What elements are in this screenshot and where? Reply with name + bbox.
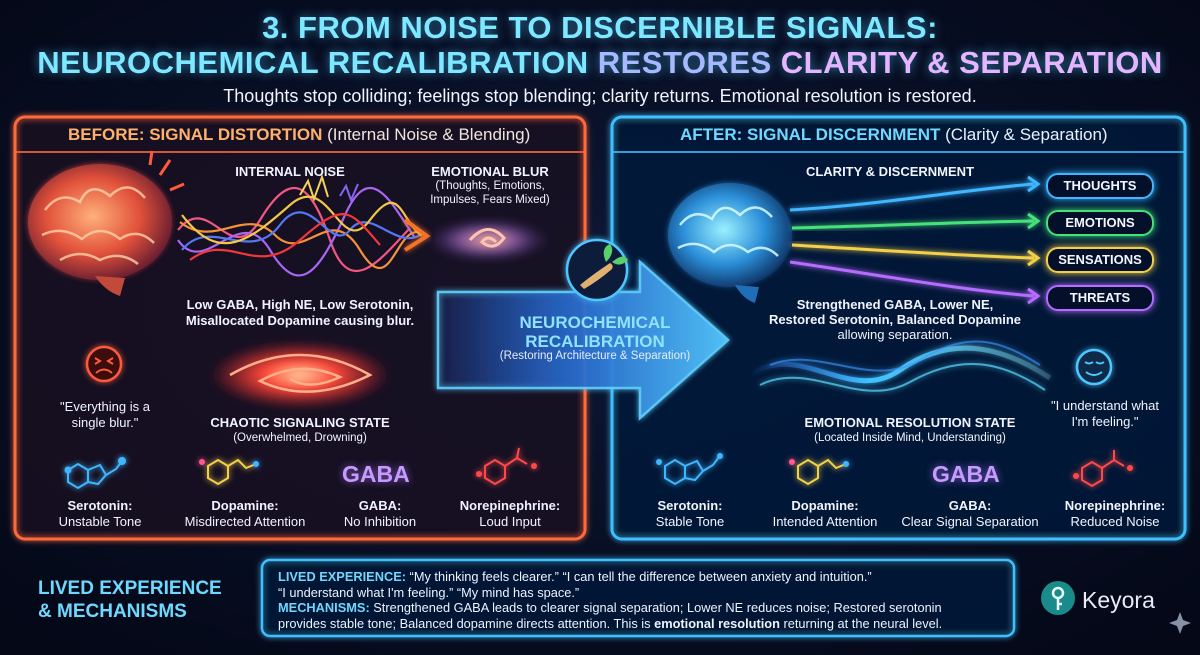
after-mol-2-name: Dopamine:: [791, 498, 859, 513]
before-cause-line-2: Misallocated Dopamine causing blur.: [185, 313, 415, 328]
after-quote-line-2: I'm feeling.": [1071, 414, 1139, 429]
recalibration-line-1: NEUROCHEMICAL: [519, 313, 671, 332]
footer-heading-line-2: & MECHANISMS: [38, 601, 187, 622]
clear-brain-icon: [668, 183, 792, 303]
after-mol-2-desc: Intended Attention: [772, 514, 878, 529]
chip-thoughts: THOUGHTS: [1046, 173, 1154, 199]
distorted-brain-icon: [28, 150, 185, 296]
after-mol-4-name: Norepinephrine:: [1064, 498, 1166, 513]
subtitle: Thoughts stop colliding; feelings stop b…: [223, 86, 977, 106]
signal-stream-thoughts: [789, 175, 1041, 212]
serotonin-before-icon: [64, 457, 126, 490]
after-cause-line-3: allowing separation.: [837, 327, 953, 342]
before-mol-3-desc: No Inhibition: [343, 514, 417, 529]
brand-name: Keyora: [1082, 587, 1155, 613]
chip-sensations: SENSATIONS: [1046, 247, 1154, 273]
title-part-a: NEUROCHEMICAL RECALIBRATION: [37, 45, 598, 80]
internal-noise-waves: [177, 173, 431, 277]
mechanisms-key: MECHANISMS:: [278, 600, 370, 615]
before-quote-line-2: single blur.": [71, 415, 139, 430]
footer-box: [260, 558, 1016, 638]
footer-heading: LIVED EXPERIENCE & MECHANISMS: [38, 577, 222, 623]
footer-heading-line-1: LIVED EXPERIENCE: [38, 578, 222, 599]
norepinephrine-before-icon: [476, 447, 537, 486]
mechanisms-bold: emotional resolution: [654, 615, 780, 631]
dopamine-after-icon: [789, 458, 849, 486]
norepinephrine-after-icon: [1073, 450, 1133, 488]
chip-emotions: EMOTIONS: [1046, 210, 1154, 236]
before-mol-2-name: Dopamine:: [211, 498, 279, 513]
recalibration-sub: (Restoring Architecture & Separation): [499, 350, 691, 362]
signal-stream-sensations: [791, 243, 1041, 267]
gaba-after-icon: GABA: [932, 461, 1000, 487]
keyora-logo-icon: [1041, 581, 1191, 634]
after-mol-1-name: Serotonin:: [657, 498, 723, 513]
chip-threats: THREATS: [1046, 285, 1154, 311]
emotional-blur-swirl: [426, 218, 550, 262]
lived-key: LIVED EXPERIENCE:: [278, 569, 406, 584]
mechanisms-text-1: Strengthened GABA leads to clearer signa…: [369, 600, 942, 615]
before-quote-line-1: "Everything is a: [60, 399, 150, 414]
before-heading-strong: BEFORE: SIGNAL DISTORTION: [68, 125, 323, 144]
lived-text-2: “I understand what I'm feeling.” “My min…: [278, 584, 580, 600]
recalibration-line-2: RECALIBRATION: [525, 332, 665, 351]
before-mol-3-name: GABA:: [358, 498, 402, 513]
resolution-wave: [748, 340, 1052, 392]
distressed-face-icon: [85, 345, 123, 383]
resolution-state-label: EMOTIONAL RESOLUTION STATE: [804, 415, 1016, 430]
footer-text: LIVED EXPERIENCE: “My thinking feels cle…: [278, 569, 1008, 631]
gaba-before-icon: GABA: [342, 461, 410, 487]
recalibration-arrow: [436, 259, 730, 421]
chaotic-state-label: CHAOTIC SIGNALING STATE: [210, 415, 390, 430]
title-part-b: RESTORES: [597, 45, 781, 80]
mechanisms-text-2a: provides stable tone; Balanced dopamine …: [278, 615, 655, 631]
emotional-blur-sub-2: Impulses, Fears Mixed): [430, 194, 550, 206]
before-heading-rest: (Internal Noise & Blending): [322, 125, 531, 144]
before-mol-1-desc: Unstable Tone: [58, 514, 142, 529]
after-heading: AFTER: SIGNAL DISCERNMENT (Clarity & Sep…: [680, 125, 1108, 145]
after-mol-4-desc: Reduced Noise: [1070, 514, 1160, 529]
after-mol-3-desc: Clear Signal Separation: [901, 514, 1039, 529]
lived-text-1: “My thinking feels clearer.” “I can tell…: [406, 569, 872, 584]
dopamine-before-icon: [199, 458, 259, 486]
before-heading: BEFORE: SIGNAL DISTORTION (Internal Nois…: [68, 125, 530, 145]
after-heading-strong: AFTER: SIGNAL DISCERNMENT: [680, 125, 941, 144]
clarity-label: CLARITY & DISCERNMENT: [805, 164, 975, 179]
signal-stream-threats: [789, 260, 1041, 305]
after-heading-rest: (Clarity & Separation): [940, 125, 1108, 144]
title-part-c: CLARITY & SEPARATION: [780, 45, 1163, 80]
before-mol-2-desc: Misdirected Attention: [184, 514, 306, 529]
plant-root-icon: [565, 238, 629, 302]
chaotic-vortex: [210, 341, 390, 409]
before-mol-1-name: Serotonin:: [67, 498, 133, 513]
mechanisms-text-2b: returning at the neural level.: [779, 615, 943, 631]
serotonin-after-icon: [656, 453, 723, 486]
internal-noise-label: INTERNAL NOISE: [235, 164, 345, 179]
title-line-1: 3. FROM NOISE TO DISCERNIBLE SIGNALS:: [262, 10, 938, 45]
before-mol-4-desc: Loud Input: [479, 514, 541, 529]
signal-stream-emotions: [791, 212, 1041, 230]
after-cause-line-2: Restored Serotonin, Balanced Dopamine: [768, 312, 1022, 327]
after-mol-3-name: GABA:: [948, 498, 992, 513]
emotional-blur-label: EMOTIONAL BLUR: [431, 164, 549, 179]
emotional-blur-sub-1: (Thoughts, Emotions,: [435, 180, 545, 192]
resolution-state-sub: (Located Inside Mind, Understanding): [814, 432, 1006, 444]
before-mol-4-name: Norepinephrine:: [459, 498, 561, 513]
after-mol-1-desc: Stable Tone: [655, 514, 725, 529]
after-cause-line-1: Strengthened GABA, Lower NE,: [796, 297, 994, 312]
after-quote-line-1: "I understand what: [1051, 398, 1159, 413]
chaotic-state-sub: (Overwhelmed, Drowning): [233, 432, 367, 444]
calm-face-icon: [1075, 348, 1113, 386]
title-line-2: NEUROCHEMICAL RECALIBRATION RESTORES CLA…: [0, 45, 1200, 81]
before-cause-line-1: Low GABA, High NE, Low Serotonin,: [186, 297, 414, 312]
